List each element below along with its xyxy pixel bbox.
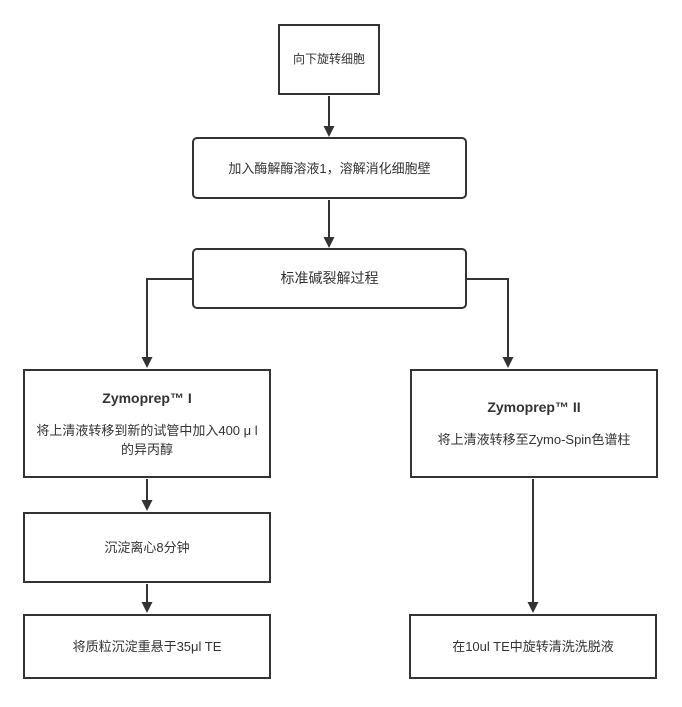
- node-label: 加入酶解酶溶液1，溶解消化细胞壁: [228, 160, 431, 176]
- node-label: 在10ul TE中旋转清洗洗脱液: [452, 639, 614, 654]
- edge-lysis-to-zymoprep-i: [146, 278, 193, 359]
- arrowhead-icon: [502, 357, 514, 368]
- arrowhead-icon: [323, 126, 335, 137]
- arrowhead-icon: [141, 357, 153, 368]
- arrowhead-icon: [527, 602, 539, 613]
- arrowhead-icon: [141, 602, 153, 613]
- node-spin-wash-elute: 在10ul TE中旋转清洗洗脱液: [409, 614, 657, 679]
- node-resuspend-pellet: 将质粒沉淀重悬于35μl TE: [23, 614, 271, 679]
- node-title: Zymoprep™ II: [487, 399, 581, 415]
- node-pellet-centrifuge: 沉淀离心8分钟: [23, 512, 271, 583]
- node-label: 沉淀离心8分钟: [104, 540, 190, 555]
- edge-lysis-to-zymoprep-ii: [466, 278, 509, 359]
- node-title: Zymoprep™ I: [102, 389, 192, 406]
- node-spin-down-cells: 向下旋转细胞: [278, 24, 380, 95]
- node-zymoprep-ii: Zymoprep™ II 将上清液转移至Zymo-Spin色谱柱: [410, 369, 658, 478]
- node-add-zymolyase: 加入酶解酶溶液1，溶解消化细胞壁: [192, 137, 467, 199]
- node-label: 将质粒沉淀重悬于35μl TE: [72, 639, 222, 654]
- node-body: 将上清液转移至Zymo-Spin色谱柱: [437, 432, 631, 447]
- node-body: 将上清液转移到新的试管中加入400 μ l 的异丙醇: [36, 422, 258, 457]
- node-zymoprep-i: Zymoprep™ I 将上清液转移到新的试管中加入400 μ l 的异丙醇: [23, 369, 271, 478]
- arrowhead-icon: [141, 500, 153, 511]
- node-label: 向下旋转细胞: [292, 52, 365, 66]
- node-label: 标准碱裂解过程: [280, 270, 379, 286]
- arrowhead-icon: [323, 237, 335, 248]
- node-alkaline-lysis: 标准碱裂解过程: [192, 248, 467, 309]
